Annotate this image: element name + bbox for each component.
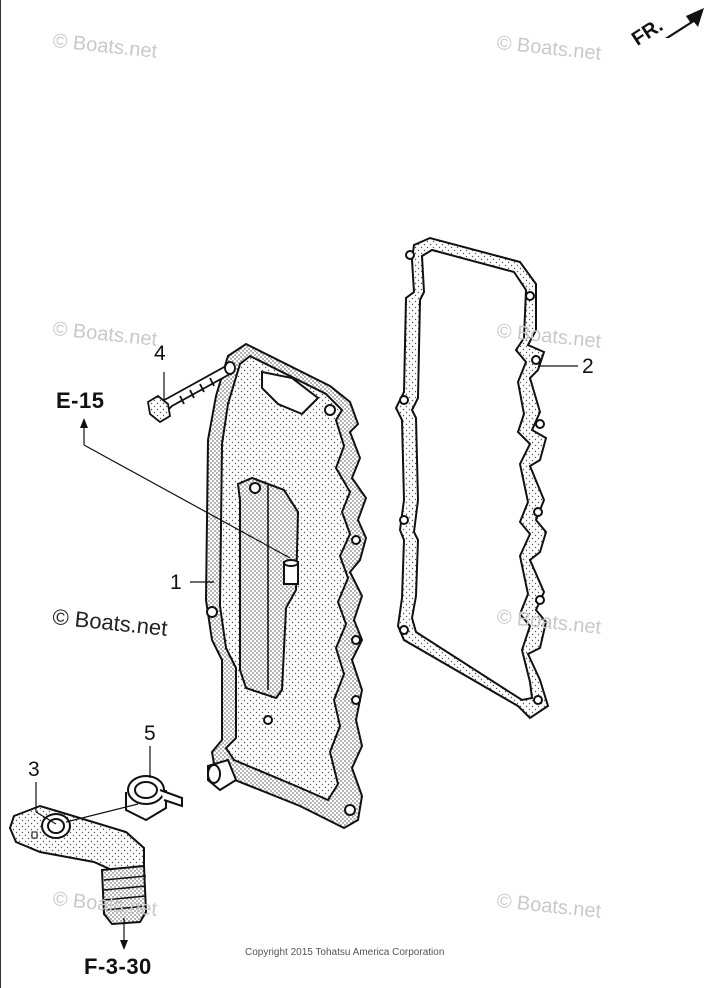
part-3-hose bbox=[8, 804, 148, 926]
front-direction-arrow bbox=[665, 8, 704, 38]
part-2-gasket bbox=[394, 236, 550, 720]
leader-part-3c bbox=[65, 803, 139, 823]
leader-e15b bbox=[83, 444, 291, 559]
callout-4: 4 bbox=[154, 342, 166, 365]
part-1-head-cover bbox=[204, 342, 368, 830]
ref-e15[interactable]: E-15 bbox=[56, 388, 105, 413]
ref-f330[interactable]: F-3-30 bbox=[84, 954, 152, 979]
callout-2: 2 bbox=[582, 355, 594, 378]
leader-part-3b bbox=[35, 811, 57, 825]
arrow-f330 bbox=[120, 940, 128, 950]
frame-border bbox=[0, 0, 1, 988]
part-5-clamp bbox=[125, 775, 183, 822]
reference-arrows bbox=[80, 418, 128, 950]
callout-5: 5 bbox=[144, 722, 156, 745]
arrow-e15 bbox=[80, 418, 88, 428]
part-4-bolt bbox=[147, 361, 236, 424]
callout-3: 3 bbox=[28, 758, 40, 781]
copyright-text: Copyright 2015 Tohatsu America Corporati… bbox=[245, 947, 445, 958]
leader-lines bbox=[35, 365, 578, 944]
callout-1: 1 bbox=[170, 571, 182, 594]
